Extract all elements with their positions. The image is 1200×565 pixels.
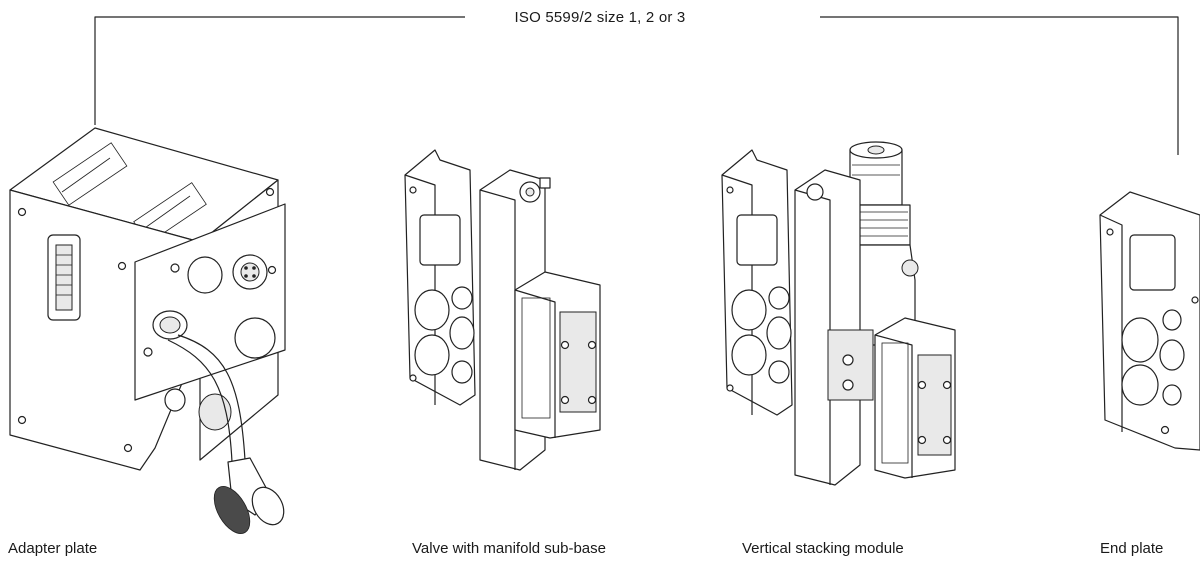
bracket-line xyxy=(94,16,1179,155)
bracket-label: ISO 5599/2 size 1, 2 or 3 xyxy=(514,9,686,26)
caption-end-plate: End plate xyxy=(1100,540,1164,557)
end-plate-drawing xyxy=(1099,191,1200,451)
adapter-plate-drawing xyxy=(9,127,286,534)
caption-valve: Valve with manifold sub-base xyxy=(412,540,606,557)
stacking-module-drawing xyxy=(721,141,956,486)
valve-drawing xyxy=(404,149,601,471)
caption-stacking-module: Vertical stacking module xyxy=(742,540,904,557)
caption-adapter-plate: Adapter plate xyxy=(8,540,98,557)
